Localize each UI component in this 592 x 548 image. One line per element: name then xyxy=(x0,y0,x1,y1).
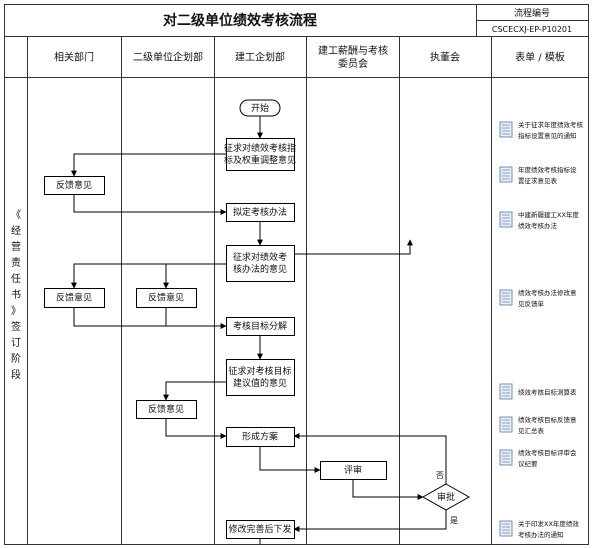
flow-node-n13: 修改完善后下发 xyxy=(226,520,295,539)
flow-node-n10: 形成方案 xyxy=(226,427,295,447)
branch-label-no: 否 xyxy=(436,471,444,480)
flow-node-label: 审批 xyxy=(437,491,455,503)
flow-node-n5: 反馈意见 xyxy=(44,288,105,308)
column-header: 建工薪酬与考核 xyxy=(318,44,388,57)
branch-label-yes: 是 xyxy=(450,516,458,525)
document-icon xyxy=(499,166,513,183)
column-header: 表单 / 模板 xyxy=(515,51,565,64)
document-icon xyxy=(499,121,513,138)
document-icon xyxy=(499,520,513,537)
stage-label-char: 责 xyxy=(11,256,21,269)
flow-node-n2: 反馈意见 xyxy=(44,176,105,195)
flow-node-n12: 审批 xyxy=(421,483,471,511)
form-label: 关于征求年度绩效考核 xyxy=(518,120,584,129)
document-icon xyxy=(499,383,513,400)
flow-node-label: 修改完善后下发 xyxy=(228,523,291,535)
form-label: 关于印发XX年度绩效 xyxy=(518,519,579,528)
flow-node-label: 征求对绩效考 xyxy=(233,251,287,263)
flow-node-label: 反馈意见 xyxy=(56,179,92,191)
flow-node-label: 形成方案 xyxy=(242,431,278,443)
column-header: 执董会 xyxy=(430,51,460,64)
form-label: 考核办法的通知 xyxy=(518,530,564,539)
table-frame xyxy=(4,4,589,545)
form-label: 年度绩效考核指标设 xyxy=(518,165,577,174)
stage-label-char: 书 xyxy=(11,289,21,301)
column-header: 委员会 xyxy=(338,57,368,70)
stage-label-char: 营 xyxy=(11,240,21,253)
flow-node-label: 反馈意见 xyxy=(56,292,92,304)
form-label: 见反馈单 xyxy=(518,299,545,308)
stage-label-char: 签 xyxy=(11,320,21,333)
page-title: 对二级单位绩效考核流程 xyxy=(163,12,317,29)
form-label: 置征求意见表 xyxy=(518,176,558,185)
form-item: 绩效考核目标测算表 xyxy=(499,383,577,400)
document-icon xyxy=(499,289,513,306)
form-label: 绩效考核目标评审会 xyxy=(518,448,577,457)
flow-node-start: 开始 xyxy=(239,99,281,117)
stage-label-char: 《 xyxy=(11,209,21,221)
column-header: 相关部门 xyxy=(54,51,94,64)
flow-node-label: 反馈意见 xyxy=(148,292,184,304)
flow-node-label: 征求对考核目标 xyxy=(228,365,291,377)
flow-node-n7: 考核目标分解 xyxy=(226,317,295,336)
stage-label-char: 》 xyxy=(11,305,21,317)
document-icon xyxy=(499,211,513,228)
flow-node-label: 标及权重调整意见 xyxy=(224,154,296,166)
stage-label-char: 经 xyxy=(11,224,21,237)
flow-node-label: 考核目标分解 xyxy=(233,320,287,332)
flow-node-n3: 拟定考核办法 xyxy=(226,203,295,222)
stage-label-char: 段 xyxy=(11,368,21,381)
process-code-value: CSCECXJ-EP-P10201 xyxy=(492,25,572,34)
stage-label-char: 订 xyxy=(11,337,21,349)
forms-list: 关于征求年度绩效考核指标设置意见的通知年度绩效考核指标设置征求意见表中建新疆建工… xyxy=(499,120,584,539)
stage-label-char: 阶 xyxy=(11,352,21,365)
document-icon xyxy=(499,449,513,466)
stage-label-char: 任 xyxy=(11,272,21,285)
document-icon xyxy=(499,416,513,433)
form-label: 见汇总表 xyxy=(518,426,545,435)
form-label: 中建新疆建工XX年度 xyxy=(518,210,579,219)
flow-node-label: 核办法的意见 xyxy=(233,263,287,275)
process-code-label: 流程编号 xyxy=(514,7,550,19)
flow-node-label: 评审 xyxy=(344,464,362,476)
form-label: 绩效考核目标测算表 xyxy=(518,388,577,397)
flow-node-n6: 反馈意见 xyxy=(136,288,197,308)
form-label: 绩效考核目标反馈意 xyxy=(518,415,577,424)
column-header: 二级单位企划部 xyxy=(133,51,203,64)
flow-node-label: 征求对绩效考核指 xyxy=(224,142,296,154)
form-label: 指标设置意见的通知 xyxy=(518,131,577,140)
form-label: 议纪要 xyxy=(518,459,538,468)
flow-node-n9: 反馈意见 xyxy=(136,400,197,419)
flow-node-label: 建议值的意见 xyxy=(233,377,287,389)
column-header: 建工企划部 xyxy=(235,51,285,64)
form-label: 绩效考核办法修改意 xyxy=(518,288,577,297)
flow-node-n11: 评审 xyxy=(320,461,387,480)
connectors xyxy=(71,116,447,544)
flow-node-label: 反馈意见 xyxy=(148,403,184,415)
flow-node-label: 开始 xyxy=(251,102,269,114)
flow-node-label: 拟定考核办法 xyxy=(233,206,287,218)
form-label: 绩效考核办法 xyxy=(518,221,558,230)
process-nodes: 开始征求对绩效考核指标及权重调整意见反馈意见拟定考核办法征求对绩效考核办法的意见… xyxy=(44,99,471,539)
